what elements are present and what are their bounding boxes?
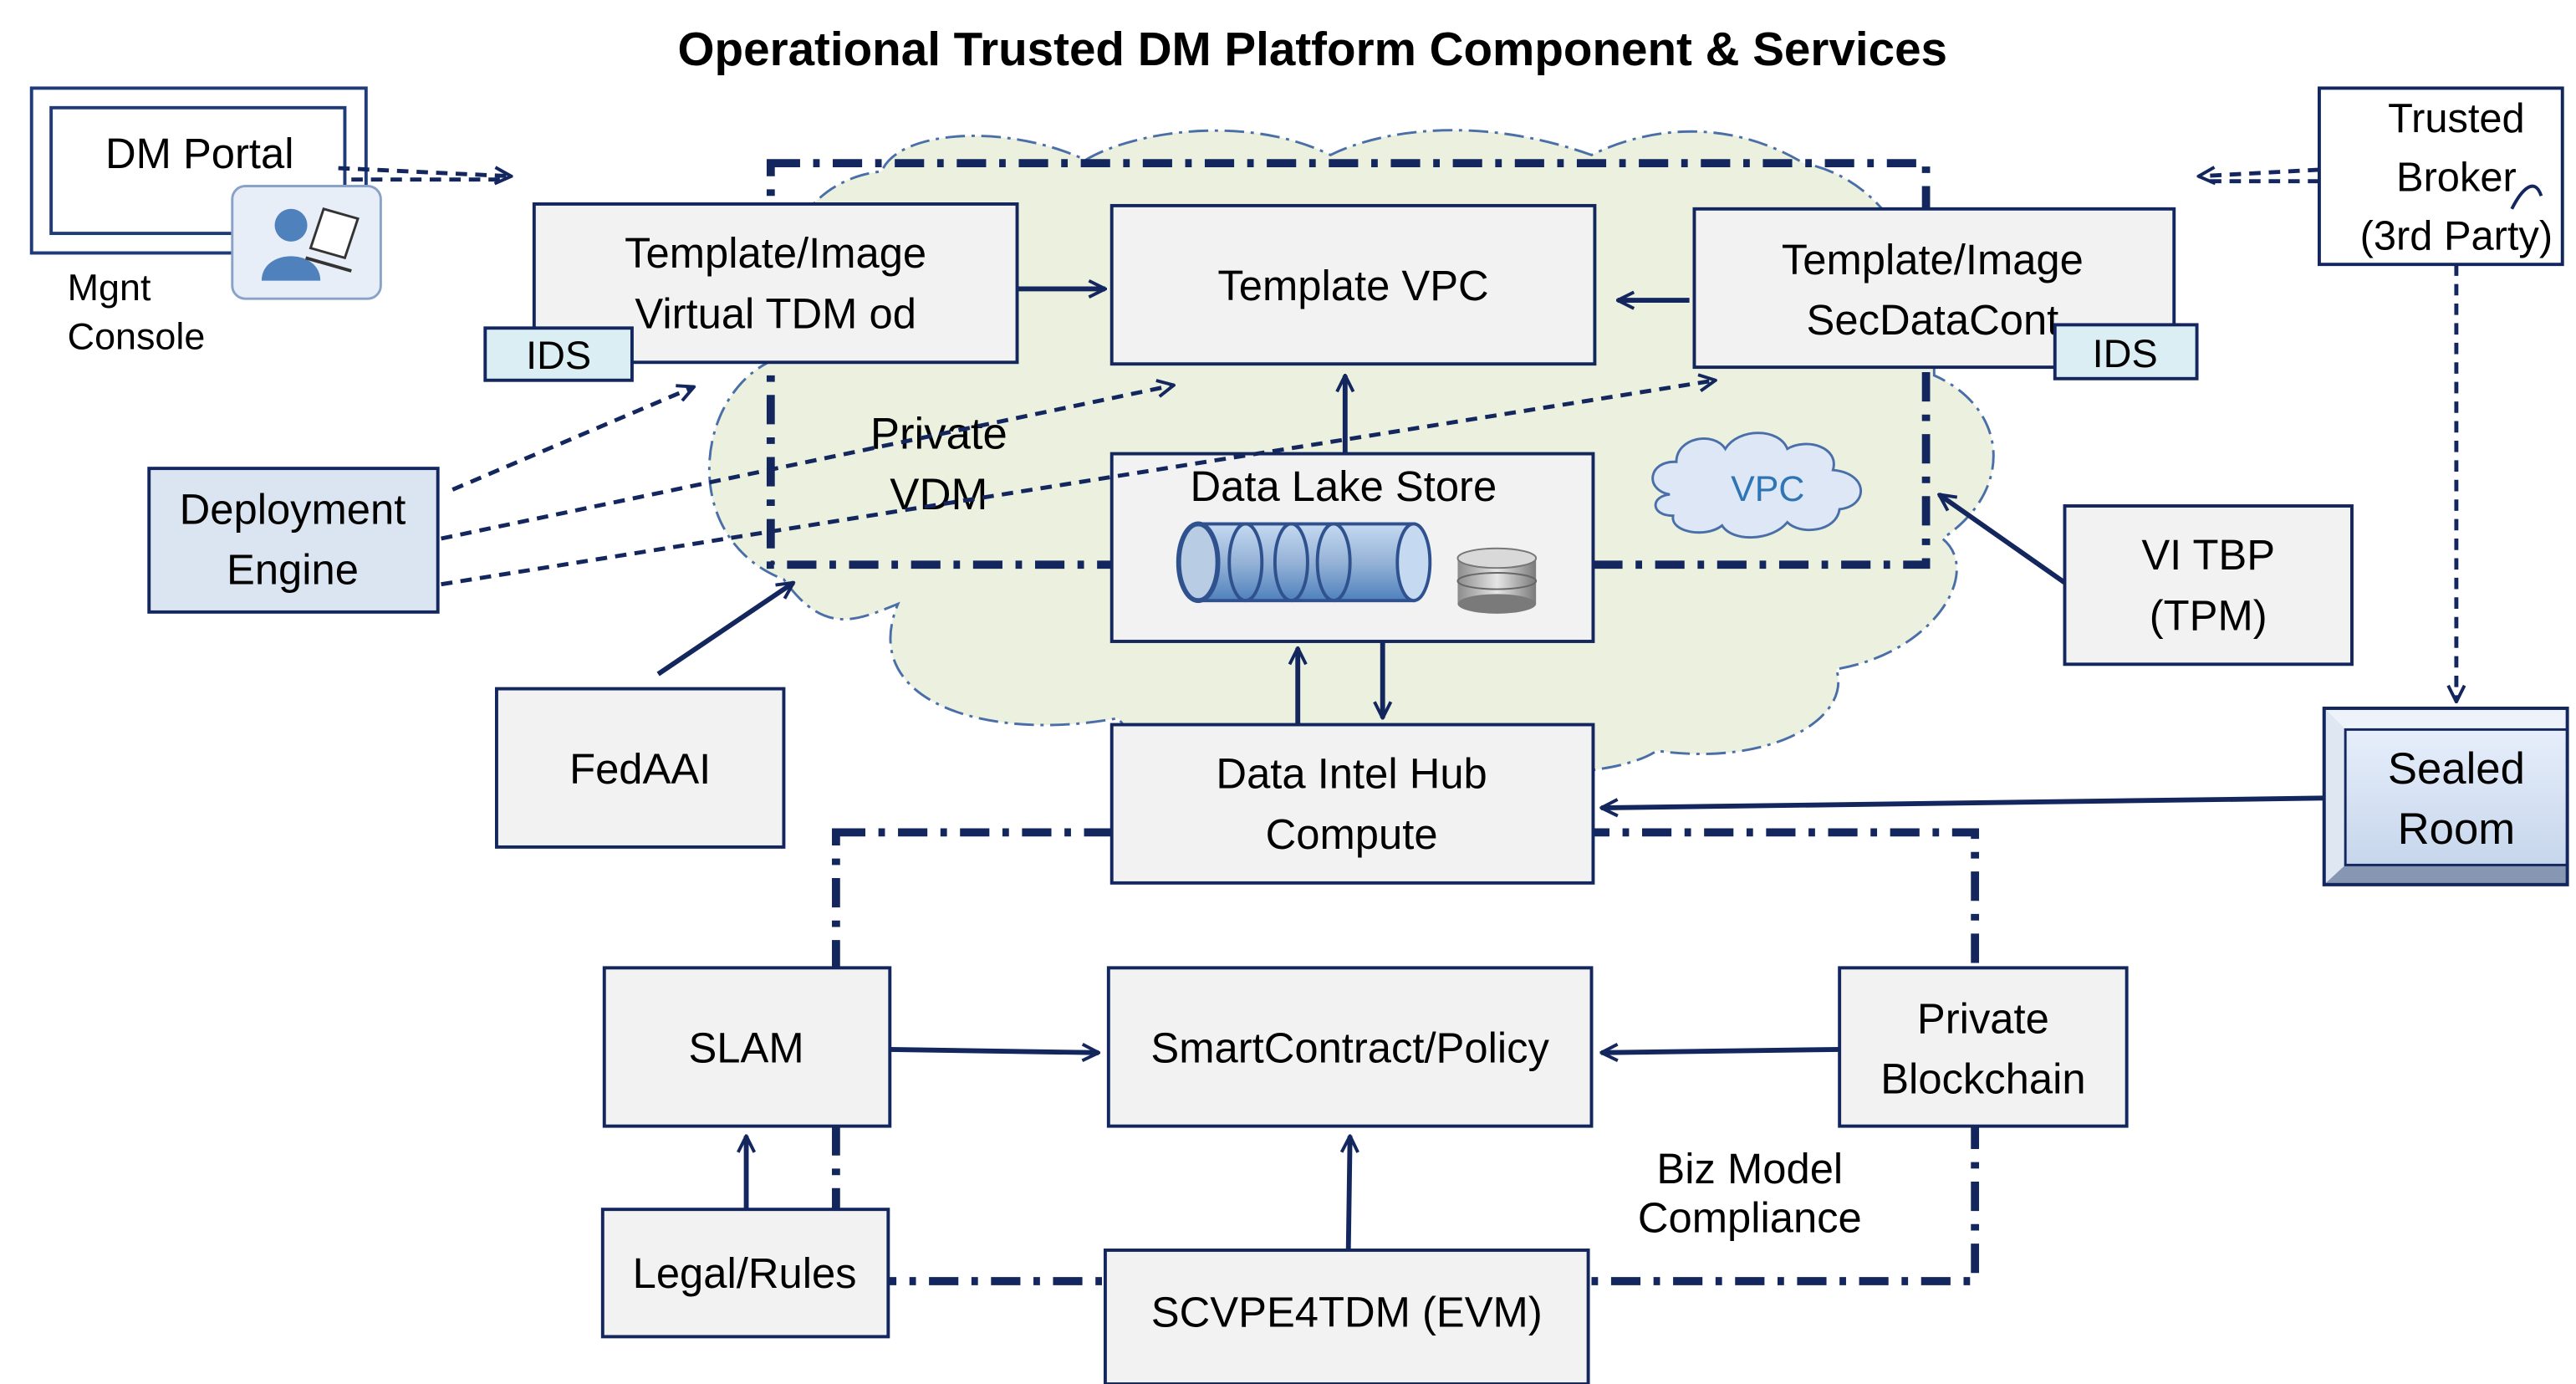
- scvpe4tdm-label: SCVPE4TDM (EVM): [1151, 1289, 1543, 1336]
- compliance-frame: [832, 828, 1980, 1285]
- arrow-slam-to-smartcontract: [890, 1049, 1099, 1053]
- mgnt-console-caption-line1: Mgnt: [68, 266, 151, 309]
- mgnt-console-caption-line2: Console: [68, 315, 206, 358]
- connectors: [338, 168, 2543, 1251]
- data-lake-store-label: Data Lake Store: [1191, 462, 1497, 510]
- scvpe4tdm-box[interactable]: SCVPE4TDM (EVM): [1103, 1249, 1590, 1384]
- biz-model-label-line1: Biz Model: [1656, 1145, 1843, 1192]
- deployment-engine-line1: Deployment: [180, 485, 406, 533]
- dashed-engine-to-template-vpc: [441, 386, 1174, 541]
- private-vdm-label-line2: VDM: [890, 470, 987, 519]
- deployment-engine-box[interactable]: Deployment Engine: [147, 467, 440, 614]
- broker-curl: [2510, 184, 2543, 210]
- data-intel-hub-line1: Data Intel Hub: [1216, 750, 1487, 798]
- dashed-portal-to-vdm-a: [338, 168, 512, 176]
- fedaai-box[interactable]: FedAAI: [494, 687, 786, 849]
- sealed-room-line1: Sealed: [2388, 744, 2525, 794]
- slam-label: SLAM: [688, 1024, 803, 1072]
- diagram-title: Operational Trusted DM Platform Componen…: [678, 23, 1947, 75]
- smart-contract-box[interactable]: SmartContract/Policy: [1106, 966, 1594, 1128]
- arrow-scvpe-to-smartcontract: [1349, 1136, 1350, 1251]
- sealed-room-box[interactable]: Sealed Room: [2322, 707, 2569, 886]
- data-intel-hub-box[interactable]: Data Intel Hub Compute: [1109, 723, 1595, 885]
- fedaai-label: FedAAI: [569, 745, 711, 793]
- vpc-label: VPC: [1731, 469, 1804, 509]
- trusted-broker-line2: Broker: [2396, 155, 2517, 200]
- ids-left-badge: IDS: [483, 326, 634, 382]
- arrow-vitbp-to-vdm: [1939, 494, 2067, 585]
- slam-box[interactable]: SLAM: [602, 966, 892, 1128]
- arrow-fedaai-to-vdm: [656, 583, 793, 677]
- sealed-room-line2: Room: [2398, 804, 2516, 854]
- biz-model-label-line2: Compliance: [1638, 1193, 1862, 1241]
- smart-contract-label: SmartContract/Policy: [1150, 1024, 1549, 1072]
- deployment-engine-line2: Engine: [227, 546, 359, 594]
- private-blockchain-box[interactable]: Private Blockchain: [1838, 966, 2129, 1128]
- private-blockchain-line1: Private: [1917, 994, 2049, 1042]
- vi-tbp-line1: VI TBP: [2141, 531, 2275, 579]
- legal-rules-box[interactable]: Legal/Rules: [600, 1208, 890, 1339]
- vpc-cloud-icon: VPC: [1651, 432, 1863, 539]
- data-lake-cylinder-icon: [1176, 521, 1432, 604]
- ids-right-label: IDS: [2093, 332, 2158, 375]
- template-image-vtdm-line2: Virtual TDM od: [635, 289, 916, 337]
- template-image-sdc-line1: Template/Image: [1782, 236, 2084, 283]
- database-disk-icon: [1456, 547, 1538, 614]
- legal-rules-label: Legal/Rules: [633, 1249, 857, 1297]
- trusted-broker-box[interactable]: Trusted Broker (3rd Party): [2317, 86, 2564, 267]
- arrow-sealed-to-hub: [1601, 795, 2324, 808]
- vi-tbp-line2: (TPM): [2150, 591, 2267, 639]
- dashed-broker-to-vdm-a: [2199, 170, 2320, 176]
- trusted-broker-line1: Trusted: [2388, 96, 2525, 141]
- template-vpc-box[interactable]: Template VPC: [1109, 203, 1597, 366]
- data-intel-hub-line2: Compute: [1266, 810, 1438, 858]
- dm-portal-label: DM Portal: [105, 130, 294, 177]
- user-laptop-icon: [231, 185, 382, 300]
- arrow-blockchain-to-smartcontract: [1601, 1049, 1840, 1053]
- template-vpc-label: Template VPC: [1217, 262, 1488, 309]
- ids-left-label: IDS: [526, 334, 591, 377]
- private-blockchain-line2: Blockchain: [1880, 1055, 2085, 1103]
- dashed-engine-to-vtdm: [451, 387, 694, 492]
- private-vdm-label-line1: Private: [870, 410, 1007, 459]
- ids-right-badge: IDS: [2053, 323, 2199, 380]
- template-image-vtdm-line1: Template/Image: [625, 229, 926, 277]
- template-image-sdc-line2: SecDataCont: [1807, 296, 2059, 344]
- vi-tbp-box[interactable]: VI TBP (TPM): [2063, 504, 2354, 666]
- trusted-broker-line3: (3rd Party): [2360, 214, 2553, 259]
